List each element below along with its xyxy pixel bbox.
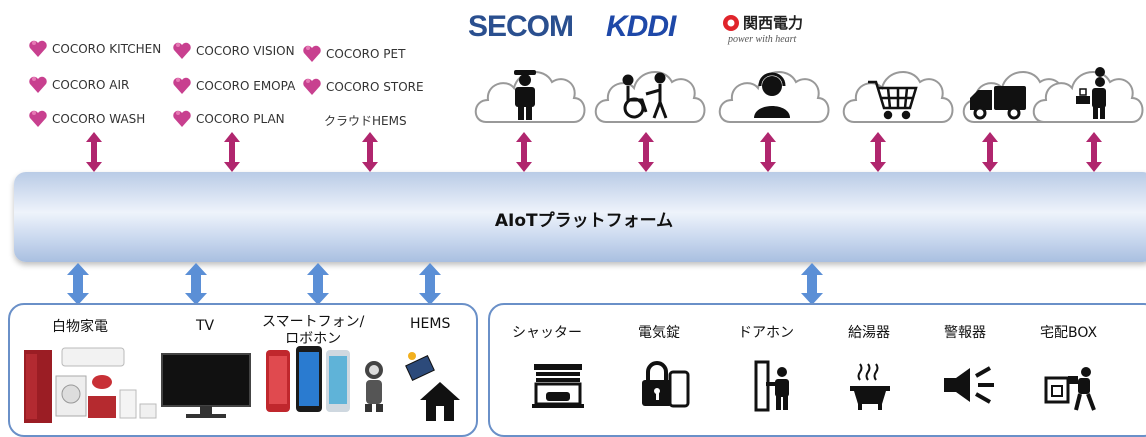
equipment-label-doorphone: ドアホン	[738, 325, 794, 341]
appliances-image	[24, 347, 157, 423]
electric-lock-icon	[642, 361, 690, 408]
service-label: COCORO PET	[326, 47, 406, 61]
cloud-delivery	[962, 70, 1074, 123]
arrow-icon	[86, 132, 102, 172]
arrow-icon	[307, 263, 329, 305]
cloud-guard	[474, 70, 586, 123]
device-label-smartphone: スマートフォン/ ロボホン	[262, 314, 365, 347]
arrow-icon	[67, 263, 89, 305]
service-arrows	[86, 132, 1102, 172]
equipment-label-electric-lock: 電気錠	[638, 325, 680, 341]
shutter-garage-icon	[532, 364, 584, 408]
service-label: COCORO AIR	[52, 78, 130, 92]
service-cocoro-plan: COCORO PLAN	[172, 110, 285, 128]
cloud-chef	[1032, 67, 1144, 123]
equipment-label-shutter: シャッター	[512, 325, 582, 341]
arrow-icon	[982, 132, 998, 172]
equipment-label-water-heater: 給湯器	[848, 325, 890, 341]
service-label: COCORO WASH	[52, 112, 146, 126]
doorphone-icon	[754, 360, 789, 412]
arrow-icon	[1086, 132, 1102, 172]
aiot-platform: AIoTプラットフォーム	[14, 172, 1146, 262]
platform-label: AIoTプラットフォーム	[494, 211, 674, 231]
equipment-label-delivery-box: 宅配BOX	[1040, 325, 1098, 341]
heart-icon	[173, 110, 191, 127]
kansai-mark-icon	[723, 14, 739, 31]
service-cocoro-emopa: COCORO EMOPA	[172, 77, 295, 95]
cloud-callcenter	[718, 70, 830, 123]
equipment-label-alarm: 警報器	[944, 325, 986, 341]
device-label-hems: HEMS	[410, 316, 451, 332]
cloud-hems-label: クラウドHEMS	[324, 114, 407, 128]
call-center-icon	[754, 72, 790, 118]
heart-icon	[173, 42, 191, 59]
arrow-icon	[362, 132, 378, 172]
arrow-icon	[870, 132, 886, 172]
security-guard-icon	[514, 70, 536, 120]
wheelchair-care-icon	[622, 72, 668, 119]
heart-icon	[303, 45, 321, 62]
arrow-icon	[419, 263, 441, 305]
service-label: COCORO STORE	[326, 80, 424, 94]
kddi-logo: KDDI	[606, 10, 676, 43]
heart-icon	[29, 110, 47, 127]
heart-icon	[29, 40, 47, 57]
alarm-siren-icon	[944, 366, 994, 404]
heart-icon	[303, 78, 321, 95]
heart-icon	[173, 77, 191, 94]
arrow-icon	[760, 132, 776, 172]
service-label: COCORO VISION	[196, 44, 295, 58]
device-label-tv: TV	[196, 318, 215, 334]
kansai-tagline: power with heart	[728, 34, 797, 45]
service-label: COCORO EMOPA	[196, 79, 296, 93]
arrow-icon	[185, 263, 207, 305]
service-cocoro-wash: COCORO WASH	[28, 110, 145, 128]
kansai-electric-logo: 関西電力 power with heart	[722, 12, 803, 45]
housing-equipment-box	[488, 303, 1146, 437]
arrow-icon	[224, 132, 240, 172]
service-cocoro-kitchen: COCORO KITCHEN	[28, 40, 161, 58]
device-images	[24, 346, 460, 423]
cloud-shopping	[842, 70, 954, 123]
kansai-name: 関西電力	[743, 14, 804, 32]
shopping-cart-icon	[868, 80, 918, 120]
service-cocoro-air: COCORO AIR	[28, 76, 129, 94]
chef-icon	[1076, 67, 1106, 119]
device-arrows	[67, 263, 823, 305]
delivery-box-icon	[1044, 367, 1096, 411]
arrow-icon	[516, 132, 532, 172]
tv-image	[161, 353, 251, 418]
arrow-icon	[638, 132, 654, 172]
service-cocoro-vision: COCORO VISION	[172, 42, 295, 60]
delivery-truck-icon	[970, 86, 1026, 120]
service-cocoro-store: COCORO STORE	[302, 78, 424, 96]
service-label: COCORO KITCHEN	[52, 42, 162, 56]
cloud-care	[594, 70, 706, 123]
heart-icon	[29, 76, 47, 93]
hems-house-icon	[405, 352, 460, 421]
cloud-services	[474, 67, 1144, 123]
service-cocoro-pet: COCORO PET	[302, 45, 405, 63]
device-label-appliances: 白物家電	[52, 319, 108, 335]
secom-logo: SECOM	[468, 10, 574, 43]
water-heater-bath-icon	[850, 363, 890, 410]
arrow-icon	[801, 263, 823, 305]
smartphone-image	[266, 346, 383, 412]
service-label: COCORO PLAN	[196, 112, 285, 126]
equipment-icons	[532, 360, 1096, 412]
